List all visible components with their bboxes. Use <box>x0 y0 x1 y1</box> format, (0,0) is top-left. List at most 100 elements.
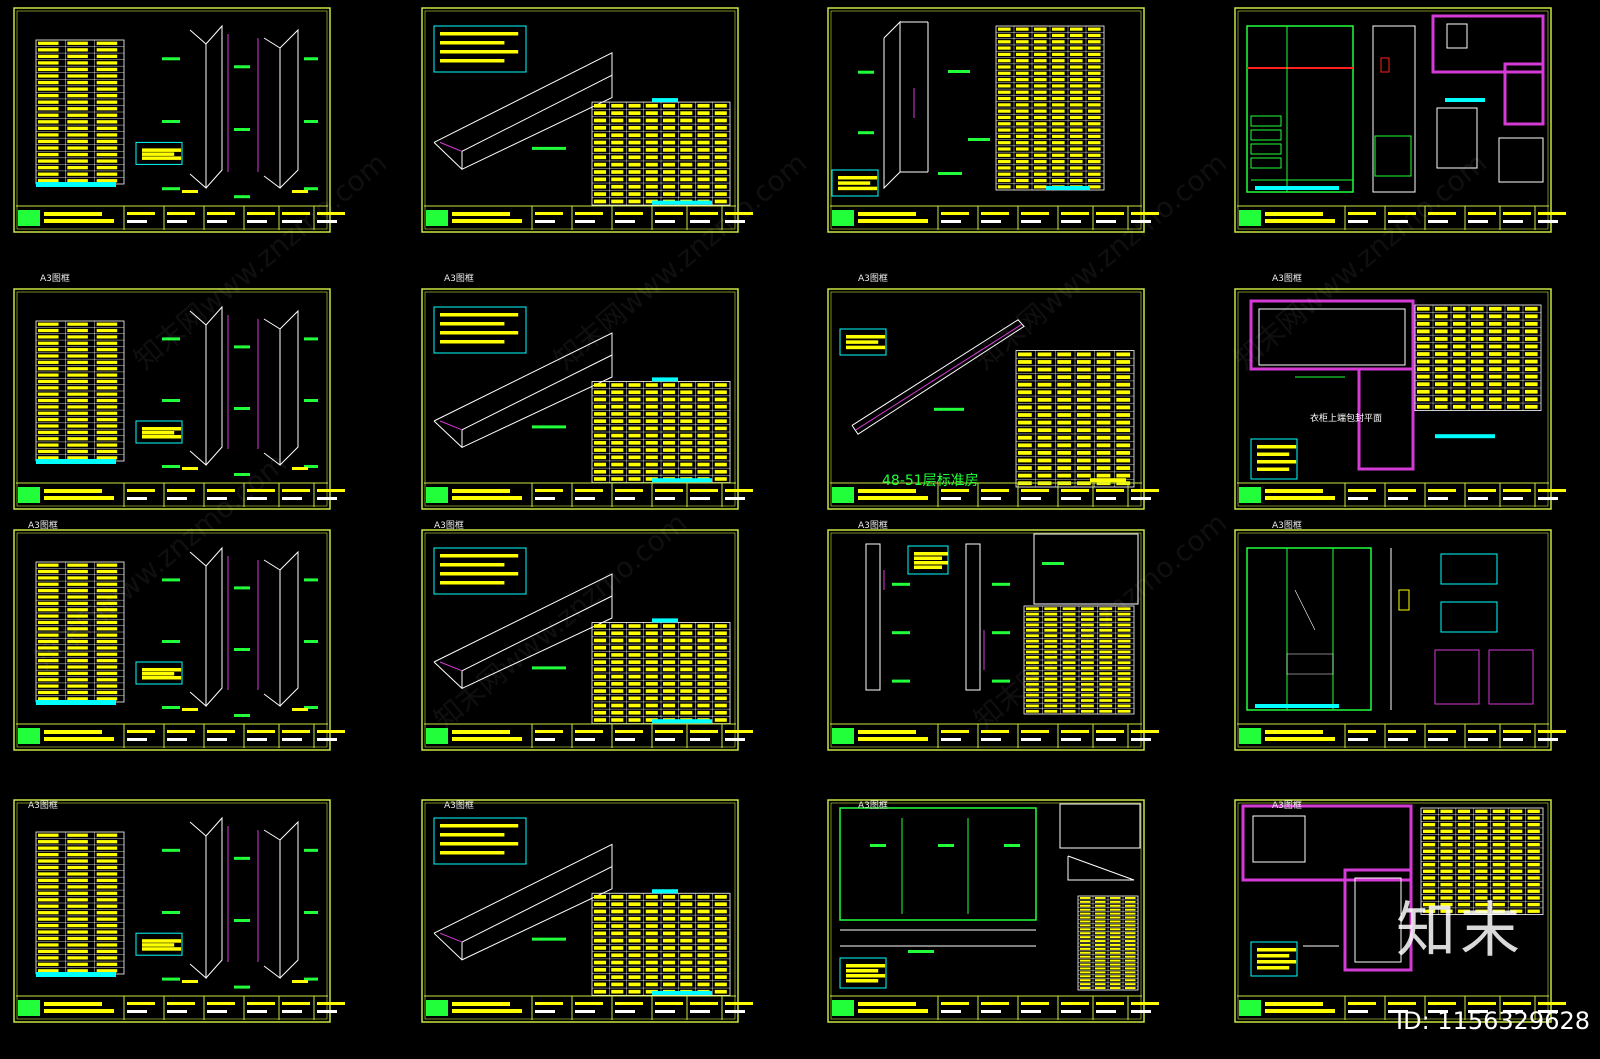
schedule-cell-text <box>1096 405 1111 410</box>
title-block-text <box>452 219 522 223</box>
title-block-text <box>1503 220 1523 223</box>
title-block-text <box>690 1010 710 1013</box>
schedule-cell-text <box>1062 682 1076 686</box>
schedule-cell-text <box>714 982 727 987</box>
schedule-cell-text <box>1417 359 1430 364</box>
schedule-cell-text <box>1052 96 1065 101</box>
dimension-text <box>162 578 180 582</box>
title-block-text <box>1468 497 1488 500</box>
schedule-cell-text <box>38 367 59 371</box>
schedule-cell-text <box>714 462 727 467</box>
schedule-cell-text <box>1510 909 1523 913</box>
schedule-cell-text <box>96 443 118 447</box>
mirror-glyph <box>1294 589 1316 631</box>
schedule-cell-text <box>67 48 88 52</box>
schedule-cell-text <box>96 379 118 384</box>
title-block-text <box>247 1002 275 1005</box>
dimension-text <box>234 714 250 717</box>
schedule-cell-text <box>96 923 118 928</box>
schedule-cell-text <box>1044 704 1058 708</box>
title-block-text <box>655 730 683 733</box>
schedule-cell-text <box>1070 147 1083 151</box>
schedule-cell-text <box>1489 329 1502 334</box>
schedule-cell-text <box>1052 160 1065 164</box>
schedule-cell-text <box>96 865 118 870</box>
table-footer-bar <box>1046 186 1090 190</box>
schedule-cell-text <box>1475 876 1488 880</box>
schedule-cell-text <box>1026 699 1039 702</box>
schedule-cell-text <box>714 103 727 108</box>
schedule-cell-text <box>1070 122 1083 126</box>
drawing-sheet-inner-frame <box>424 532 736 748</box>
schedule-cell-text <box>1125 940 1136 943</box>
schedule-cell-text <box>38 891 59 895</box>
schedule-cell-text <box>1099 650 1113 654</box>
schedule-cell-text <box>1492 856 1505 860</box>
schedule-cell-text <box>663 682 676 686</box>
schedule-cell-text <box>594 696 607 701</box>
schedule-cell-text <box>611 931 624 936</box>
schedule-cell-text <box>1077 458 1091 463</box>
panel-elevation <box>263 829 281 979</box>
schedule-cell-text <box>1525 306 1538 311</box>
schedule-cell-text <box>1088 134 1101 138</box>
schedule-cell-text <box>1527 822 1540 827</box>
schedule-cell-text <box>67 418 88 422</box>
schedule-cell-text <box>645 462 658 467</box>
schedule-cell-text <box>1052 52 1065 56</box>
schedule-cell-text <box>38 418 59 422</box>
schedule-cell-text <box>67 936 88 941</box>
schedule-cell-text <box>1034 185 1047 189</box>
title-block-text <box>941 1002 969 1005</box>
schedule-cell-text <box>714 383 727 387</box>
schedule-cell-text <box>67 139 88 144</box>
note-text <box>846 335 886 339</box>
schedule-cell-text <box>680 667 693 672</box>
schedule-cell-text <box>611 909 624 914</box>
ceiling-plan-outline <box>1357 367 1415 471</box>
brand-logo: 知末 <box>1396 896 1524 966</box>
schedule-cell-text <box>38 348 59 352</box>
drawing-sheet-frame <box>1234 529 1552 751</box>
drawing-sheet-frame <box>827 288 1145 510</box>
schedule-cell-text <box>998 153 1011 157</box>
table-footer-bar <box>36 182 116 187</box>
schedule-cell-text <box>1095 920 1106 923</box>
schedule-cell-text <box>1525 367 1538 371</box>
schedule-cell-text <box>697 710 710 715</box>
table-header-bar <box>652 618 678 623</box>
schedule-cell-text <box>1026 650 1039 654</box>
schedule-cell-text <box>1099 693 1113 697</box>
title-block-text <box>452 1009 522 1013</box>
title-block-text <box>981 1010 1001 1013</box>
schedule-cell-text <box>1117 628 1131 632</box>
schedule-cell-text <box>1081 672 1094 675</box>
schedule-cell-text <box>1116 473 1131 478</box>
schedule-cell-text <box>1116 435 1131 440</box>
schedule-cell-text <box>38 962 59 966</box>
schedule-cell-text <box>67 379 88 384</box>
schedule-cell-text <box>594 895 607 899</box>
title-block-text <box>317 730 345 733</box>
title-block-text <box>127 212 155 215</box>
schedule-cell-text <box>1088 59 1101 63</box>
schedule-cell-text <box>1423 909 1436 913</box>
schedule-cell-text <box>1044 612 1058 616</box>
schedule-cell-text <box>663 653 676 657</box>
wardrobe-elevation <box>1246 25 1354 193</box>
schedule-cell-text <box>96 840 118 844</box>
schedule-cell-text <box>1510 889 1523 893</box>
schedule-cell-text <box>998 33 1011 38</box>
schedule-cell-text <box>998 90 1011 94</box>
schedule-cell-text <box>697 696 710 701</box>
title-block-text <box>1021 489 1049 492</box>
schedule-cell-text <box>1117 677 1131 681</box>
title-block-text <box>1131 738 1151 741</box>
schedule-cell-text <box>680 938 693 943</box>
title-block-text <box>1131 1002 1159 1005</box>
schedule-cell-text <box>1016 59 1029 63</box>
title-block-text <box>247 220 267 223</box>
schedule-cell-text <box>611 710 624 715</box>
schedule-cell-text <box>697 924 710 928</box>
title-block-text <box>1061 489 1089 492</box>
